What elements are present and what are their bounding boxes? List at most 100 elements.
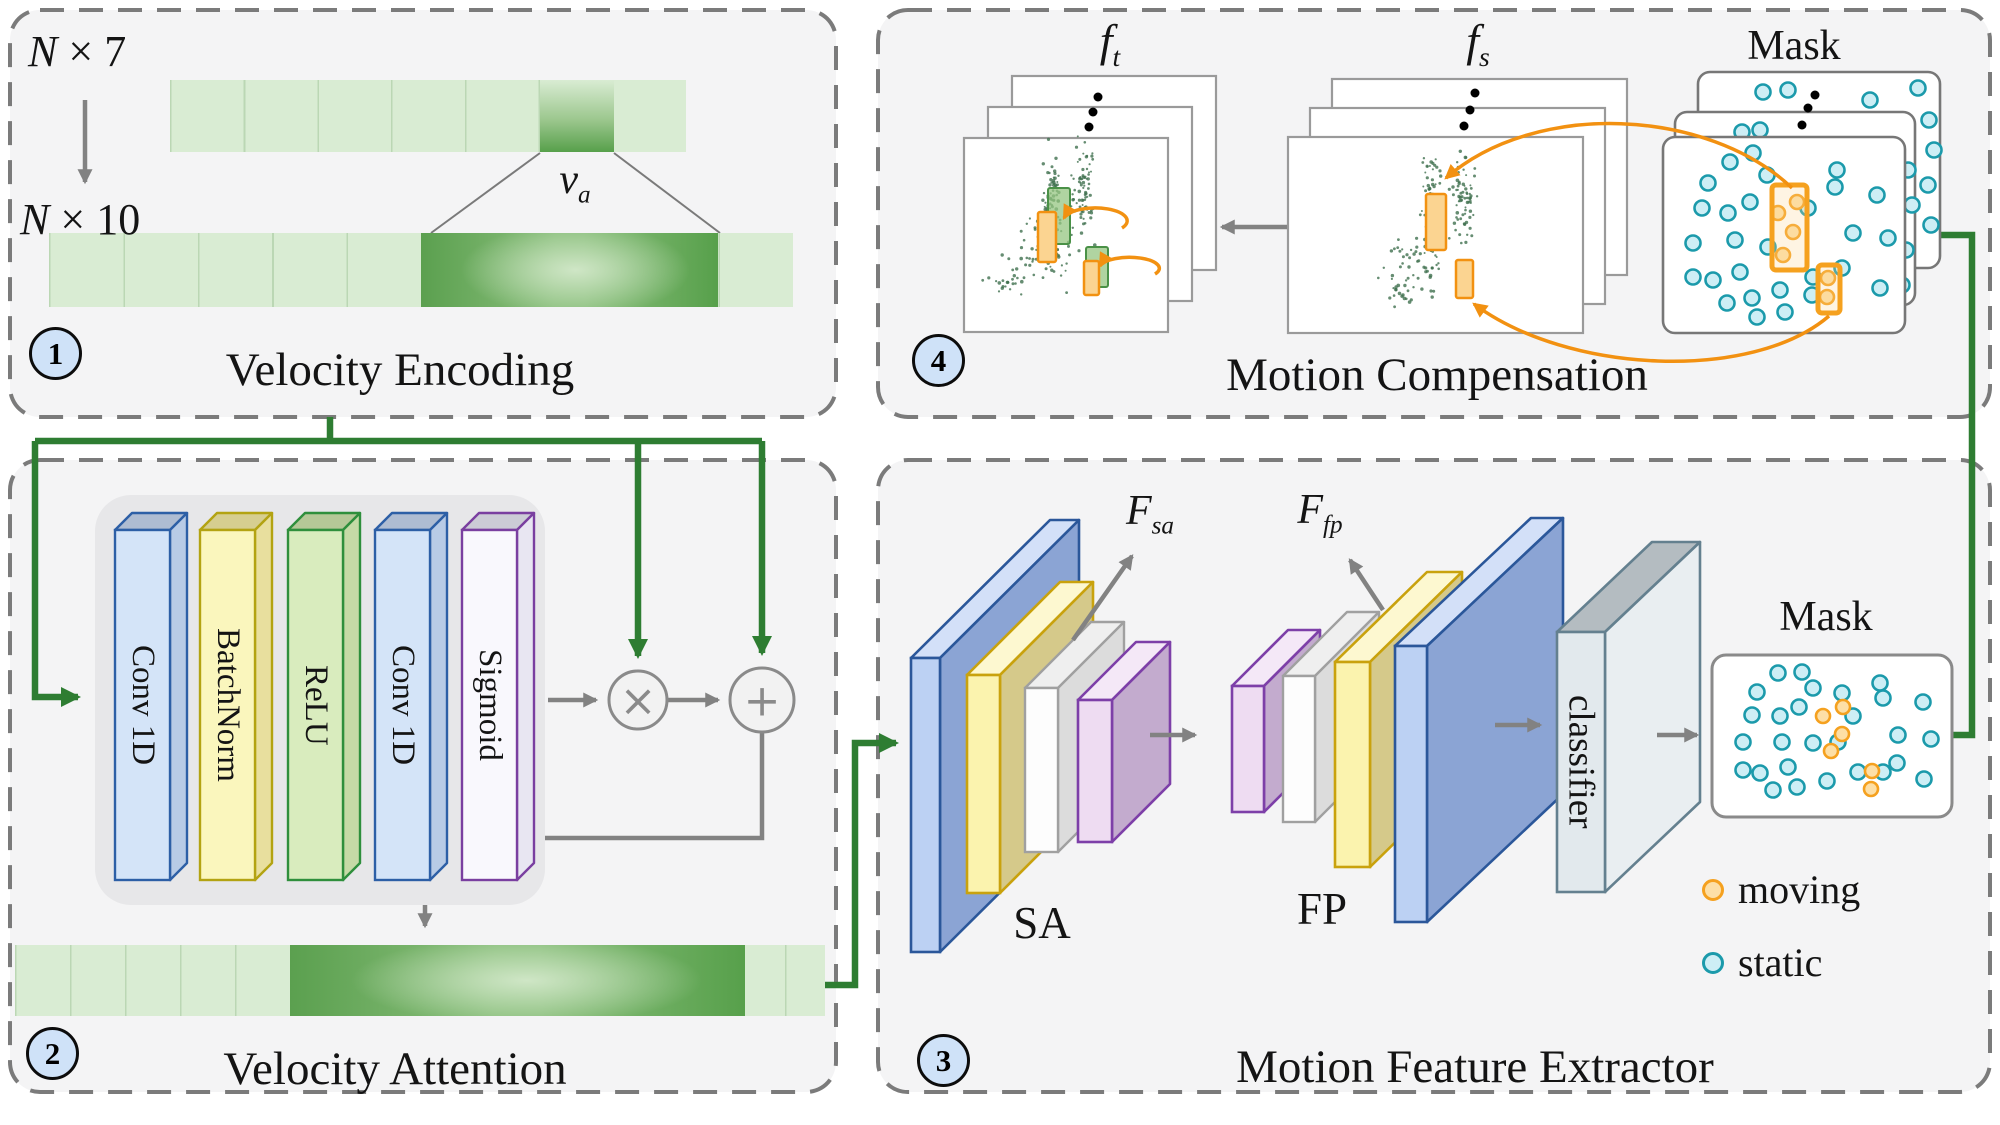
lidar-point — [1473, 167, 1477, 170]
lidar-point — [1030, 247, 1034, 251]
sa-plate-blue — [909, 656, 942, 954]
lidar-point — [1424, 270, 1428, 274]
static-point — [1871, 279, 1889, 297]
static-point — [1721, 153, 1739, 171]
fp-plate-blue — [1393, 644, 1429, 924]
lidar-point — [1431, 182, 1435, 187]
compensation-mask-stack — [1661, 70, 1943, 335]
fs-orange-box-1 — [1424, 192, 1448, 252]
lidar-point — [1093, 243, 1097, 247]
static-point — [1693, 199, 1711, 217]
badge-3-number: 3 — [935, 1042, 952, 1078]
lidar-point — [1472, 213, 1475, 217]
fp-plate-yellow — [1333, 660, 1372, 869]
lidar-point — [1080, 210, 1084, 213]
lidar-point — [1435, 263, 1438, 267]
static-point — [1776, 303, 1794, 321]
lidar-point — [1392, 294, 1396, 297]
lidar-point — [1000, 253, 1004, 257]
lidar-point — [1422, 265, 1426, 269]
lidar-point — [1455, 216, 1458, 219]
lidar-point — [1056, 181, 1059, 183]
lidar-point — [1001, 279, 1005, 282]
mask-card-front — [1661, 135, 1907, 335]
lidar-point — [1428, 186, 1432, 189]
slab-relu — [286, 528, 345, 882]
slab-batchnorm — [198, 528, 257, 882]
lidar-point — [1031, 260, 1034, 263]
lidar-point — [1448, 237, 1451, 240]
mask-moving-box-2 — [1815, 262, 1843, 316]
lidar-point — [1460, 195, 1464, 199]
lidar-point — [1424, 171, 1427, 174]
fp-label: FP — [1296, 884, 1348, 934]
lidar-point — [1028, 257, 1031, 260]
lidar-point — [1388, 296, 1392, 300]
lidar-point — [1016, 276, 1019, 280]
sa-plate-white — [1023, 686, 1060, 854]
lidar-point — [1077, 198, 1081, 202]
static-point — [1919, 176, 1937, 194]
sa-plate-purple — [1076, 698, 1114, 844]
lidar-point — [1412, 252, 1416, 256]
static-point — [1861, 91, 1879, 109]
lidar-point — [1434, 158, 1437, 161]
lidar-point — [1001, 285, 1005, 288]
badge-1-number: 1 — [47, 335, 64, 371]
lidar-point — [1022, 276, 1026, 280]
lidar-point — [1454, 228, 1457, 232]
lidar-point — [1468, 209, 1473, 213]
static-point — [1734, 761, 1752, 779]
lidar-point — [1031, 257, 1035, 261]
lidar-point — [1405, 297, 1408, 301]
lidar-point — [1389, 249, 1394, 253]
fp-plate-purple — [1230, 684, 1266, 814]
lidar-point — [1397, 291, 1402, 296]
feature-bar-encoded-velocity-segment — [421, 233, 718, 307]
lidar-point — [1091, 157, 1095, 161]
title-motion-feature-extractor: Motion Feature Extractor — [1236, 1041, 1714, 1093]
feature-bar-raw — [170, 80, 686, 152]
static-point — [1874, 689, 1892, 707]
static-point — [1754, 83, 1772, 101]
lidar-point — [1068, 253, 1072, 257]
moving-point — [1814, 707, 1832, 725]
lidar-point — [1412, 286, 1415, 289]
lidar-point — [1437, 262, 1440, 265]
lidar-point — [1050, 268, 1054, 272]
lidar-point — [1086, 195, 1089, 198]
lidar-point — [1011, 277, 1014, 281]
static-point — [1871, 674, 1889, 692]
lidar-point — [1409, 248, 1413, 252]
input-to-conv-arrow — [31, 441, 81, 707]
title-velocity-encoding: Velocity Encoding — [225, 344, 575, 396]
dim-label-n10: N × 10 — [20, 195, 141, 244]
lidar-point — [1457, 180, 1461, 184]
legend-moving: moving — [1702, 866, 1860, 913]
fp-plate-white — [1281, 674, 1317, 824]
mask-static-points — [1684, 144, 1897, 326]
badge-1: 1 — [29, 327, 82, 380]
lidar-point — [1426, 165, 1429, 168]
lidar-point — [1041, 276, 1045, 279]
lidar-point — [1072, 177, 1075, 180]
mask-back-points — [1754, 79, 1943, 234]
lidar-point — [1473, 174, 1476, 178]
lidar-point — [1456, 184, 1460, 188]
moving-point — [1819, 269, 1837, 287]
lidar-point — [1461, 182, 1466, 186]
lidar-point — [1428, 165, 1431, 167]
lidar-point — [1015, 267, 1019, 271]
lidar-point — [1393, 247, 1396, 251]
lidar-point — [1467, 200, 1471, 204]
lidar-point — [1048, 171, 1051, 175]
velocity-encoding-graphics — [77, 100, 721, 234]
lidar-point — [1392, 287, 1395, 290]
lidar-point — [1464, 220, 1469, 225]
lidar-point — [1075, 202, 1078, 205]
lidar-point — [1053, 169, 1057, 173]
lidar-point — [1404, 279, 1408, 282]
lidar-point — [1464, 156, 1468, 159]
lidar-point — [1087, 182, 1091, 186]
